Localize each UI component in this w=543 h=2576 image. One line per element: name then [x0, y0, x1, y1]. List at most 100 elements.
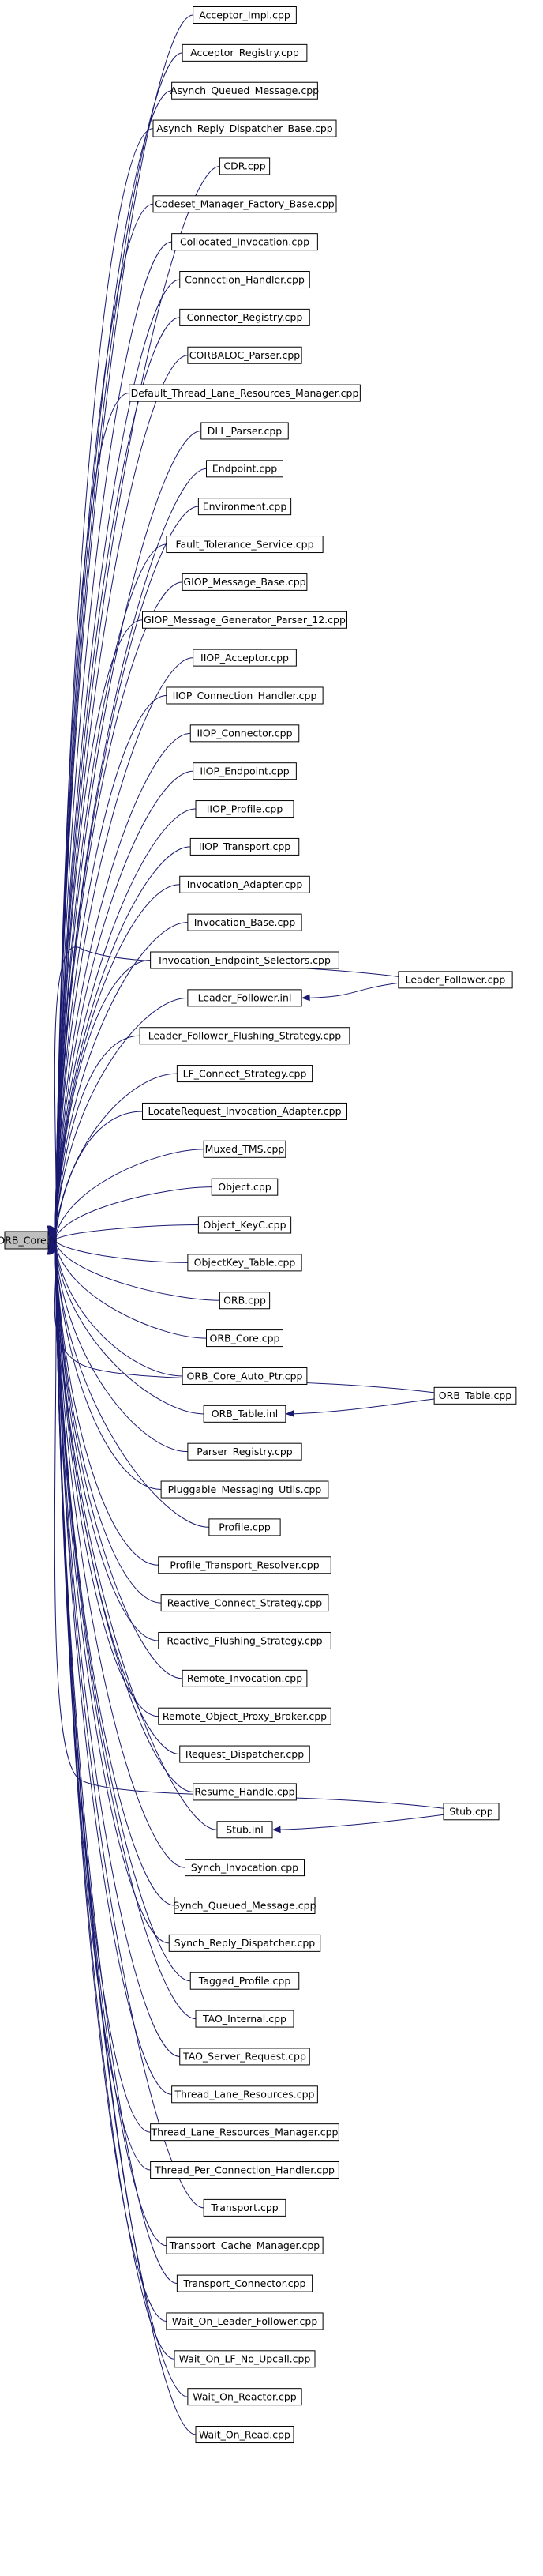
node-environment-cpp[interactable]: Environment.cpp: [197, 498, 292, 516]
node-label: Stub.inl: [226, 1824, 264, 1836]
node-orb-table-inl[interactable]: ORB_Table.inl: [203, 1405, 286, 1423]
node-profile-transport-resolver-cpp[interactable]: Profile_Transport_Resolver.cpp: [158, 1556, 331, 1574]
node-iiop-endpoint-cpp[interactable]: IIOP_Endpoint.cpp: [193, 762, 297, 780]
node-dll-parser-cpp[interactable]: DLL_Parser.cpp: [200, 422, 289, 440]
node-label: TAO_Server_Request.cpp: [182, 2051, 306, 2063]
node-invocation-endpoint-selectors-cpp[interactable]: Invocation_Endpoint_Selectors.cpp: [150, 951, 339, 969]
node-transport-cache-manager-cpp[interactable]: Transport_Cache_Manager.cpp: [166, 2236, 324, 2254]
node-request-dispatcher-cpp[interactable]: Request_Dispatcher.cpp: [179, 1745, 310, 1763]
node-label: Remote_Object_Proxy_Broker.cpp: [163, 1710, 327, 1722]
node-fault-tolerance-service-cpp[interactable]: Fault_Tolerance_Service.cpp: [166, 536, 324, 554]
node-parser-registry-cpp[interactable]: Parser_Registry.cpp: [187, 1442, 302, 1461]
node-tao-server-request-cpp[interactable]: TAO_Server_Request.cpp: [179, 2048, 310, 2066]
node-iiop-profile-cpp[interactable]: IIOP_Profile.cpp: [195, 800, 294, 818]
node-orb-cpp[interactable]: ORB.cpp: [219, 1292, 271, 1310]
node-connector-registry-cpp[interactable]: Connector_Registry.cpp: [179, 308, 310, 326]
node-collocated-invocation-cpp[interactable]: Collocated_Invocation.cpp: [171, 233, 318, 251]
node-locaterequest-invocation-adapter-cpp[interactable]: LocateRequest_Invocation_Adapter.cpp: [142, 1102, 347, 1120]
node-lf-connect-strategy-cpp[interactable]: LF_Connect_Strategy.cpp: [176, 1065, 313, 1083]
node-cdr-cpp[interactable]: CDR.cpp: [219, 157, 271, 175]
node-default-thread-lane-resources-manager-cpp[interactable]: Default_Thread_Lane_Resources_Manager.cp…: [129, 384, 361, 402]
node-remote-object-proxy-broker-cpp[interactable]: Remote_Object_Proxy_Broker.cpp: [158, 1707, 331, 1725]
node-transport-cpp[interactable]: Transport.cpp: [203, 2198, 286, 2217]
node-label: LF_Connect_Strategy.cpp: [183, 1067, 307, 1079]
node-asynch-queued-message-cpp[interactable]: Asynch_Queued_Message.cpp: [170, 81, 319, 100]
node-tao-internal-cpp[interactable]: TAO_Internal.cpp: [195, 2010, 294, 2028]
node-box: [182, 573, 308, 591]
node-box: [4, 1231, 49, 1250]
node-muxed-tms-cpp[interactable]: Muxed_TMS.cpp: [203, 1140, 286, 1158]
node-wait-on-leader-follower-cpp[interactable]: Wait_On_Leader_Follower.cpp: [166, 2312, 324, 2330]
node-iiop-acceptor-cpp[interactable]: IIOP_Acceptor.cpp: [193, 649, 297, 667]
node-resume-handle-cpp[interactable]: Resume_Handle.cpp: [193, 1783, 297, 1801]
node-iiop-connector-cpp[interactable]: IIOP_Connector.cpp: [189, 724, 300, 743]
node-object-keyc-cpp[interactable]: Object_KeyC.cpp: [197, 1216, 292, 1234]
node-giop-message-generator-parser-12-cpp[interactable]: GIOP_Message_Generator_Parser_12.cpp: [142, 611, 347, 629]
node-label: CDR.cpp: [223, 160, 265, 172]
node-leader-follower-flushing-strategy-cpp[interactable]: Leader_Follower_Flushing_Strategy.cpp: [139, 1027, 350, 1045]
node-box: [187, 913, 302, 931]
node-endpoint-cpp[interactable]: Endpoint.cpp: [206, 460, 283, 478]
node-connection-handler-cpp[interactable]: Connection_Handler.cpp: [179, 271, 310, 289]
edge-default-thread-lane-resources-manager-cpp: [54, 393, 129, 1235]
node-invocation-base-cpp[interactable]: Invocation_Base.cpp: [187, 913, 302, 931]
node-synch-invocation-cpp[interactable]: Synch_Invocation.cpp: [185, 1859, 305, 1877]
node-acceptor-impl-cpp[interactable]: Acceptor_Impl.cpp: [193, 6, 297, 24]
node-leader-follower-inl[interactable]: Leader_Follower.inl: [187, 989, 302, 1007]
node-stub-inl[interactable]: Stub.inl: [216, 1821, 273, 1839]
node-wait-on-read-cpp[interactable]: Wait_On_Read.cpp: [195, 2426, 294, 2444]
node-asynch-reply-dispatcher-base-cpp[interactable]: Asynch_Reply_Dispatcher_Base.cpp: [152, 119, 337, 137]
node-synch-queued-message-cpp[interactable]: Synch_Queued_Message.cpp: [173, 1897, 316, 1914]
node-orb-core-cpp[interactable]: ORB_Core.cpp: [206, 1329, 283, 1348]
edge-parser-registry-cpp: [54, 1245, 188, 1453]
node-reactive-connect-strategy-cpp[interactable]: Reactive_Connect_Strategy.cpp: [160, 1594, 329, 1612]
node-box: [158, 1707, 331, 1725]
node-wait-on-lf-no-upcall-cpp[interactable]: Wait_On_LF_No_Upcall.cpp: [174, 2350, 316, 2368]
edge-orb-table-inl: [54, 1244, 204, 1415]
node-box: [174, 2350, 316, 2368]
edge-objectkey-table-cpp: [54, 1240, 188, 1263]
node-label: ORB_Table.cpp: [439, 1390, 511, 1401]
node-box: [187, 1254, 302, 1272]
node-label: GIOP_Message_Base.cpp: [183, 576, 305, 588]
node-tagged-profile-cpp[interactable]: Tagged_Profile.cpp: [189, 1972, 300, 1990]
node-iiop-transport-cpp[interactable]: IIOP_Transport.cpp: [189, 837, 300, 856]
node-profile-cpp[interactable]: Profile.cpp: [208, 1518, 281, 1536]
node-reactive-flushing-strategy-cpp[interactable]: Reactive_Flushing_Strategy.cpp: [158, 1631, 331, 1649]
node-box: [179, 875, 310, 893]
node-box: [142, 611, 347, 629]
node-giop-message-base-cpp[interactable]: GIOP_Message_Base.cpp: [182, 573, 308, 591]
node-label: Wait_On_Reactor.cpp: [193, 2390, 297, 2402]
edge-stub-inl: [54, 1246, 218, 1830]
node-label: Object_KeyC.cpp: [203, 1219, 286, 1231]
node-thread-lane-resources-manager-cpp[interactable]: Thread_Lane_Resources_Manager.cpp: [150, 2123, 339, 2142]
node-remote-invocation-cpp[interactable]: Remote_Invocation.cpp: [182, 1669, 308, 1687]
node-box: [152, 195, 337, 213]
node-acceptor-registry-cpp[interactable]: Acceptor_Registry.cpp: [182, 43, 308, 62]
node-corbaloc-parser-cpp[interactable]: CORBALOC_Parser.cpp: [187, 346, 302, 364]
node-thread-lane-resources-cpp[interactable]: Thread_Lane_Resources.cpp: [171, 2085, 318, 2104]
node-orb-table-cpp[interactable]: ORB_Table.cpp: [433, 1386, 517, 1405]
node-stub-cpp[interactable]: Stub.cpp: [443, 1803, 500, 1821]
node-transport-connector-cpp[interactable]: Transport_Connector.cpp: [176, 2274, 313, 2292]
node-box: [211, 1178, 279, 1196]
node-box: [206, 460, 283, 478]
arrow-stub-cpp-inl: [272, 1826, 281, 1833]
node-pluggable-messaging-utils-cpp[interactable]: Pluggable_Messaging_Utils.cpp: [160, 1480, 329, 1499]
node-label: Profile.cpp: [219, 1521, 271, 1533]
node-orb-core-auto-ptr-cpp[interactable]: ORB_Core_Auto_Ptr.cpp: [182, 1367, 308, 1385]
node-objectkey-table-cpp[interactable]: ObjectKey_Table.cpp: [187, 1254, 302, 1272]
node-invocation-adapter-cpp[interactable]: Invocation_Adapter.cpp: [179, 875, 310, 893]
edge-connection-handler-cpp: [54, 279, 180, 1235]
node-thread-per-connection-handler-cpp[interactable]: Thread_Per_Connection_Handler.cpp: [150, 2161, 339, 2179]
node-codeset-manager-factory-base-cpp[interactable]: Codeset_Manager_Factory_Base.cpp: [152, 195, 337, 213]
node-synch-reply-dispatcher-cpp[interactable]: Synch_Reply_Dispatcher.cpp: [168, 1934, 321, 1952]
node-leader-follower-cpp[interactable]: Leader_Follower.cpp: [398, 971, 513, 989]
node-box: [433, 1386, 517, 1405]
node-iiop-connection-handler-cpp[interactable]: IIOP_Connection_Handler.cpp: [166, 686, 324, 705]
node-box: [219, 1292, 271, 1310]
node-object-cpp[interactable]: Object.cpp: [211, 1178, 279, 1196]
node-wait-on-reactor-cpp[interactable]: Wait_On_Reactor.cpp: [187, 2388, 302, 2406]
node-box: [206, 1329, 283, 1348]
node-orb-core-h[interactable]: ORB_Core.h: [0, 1231, 56, 1250]
